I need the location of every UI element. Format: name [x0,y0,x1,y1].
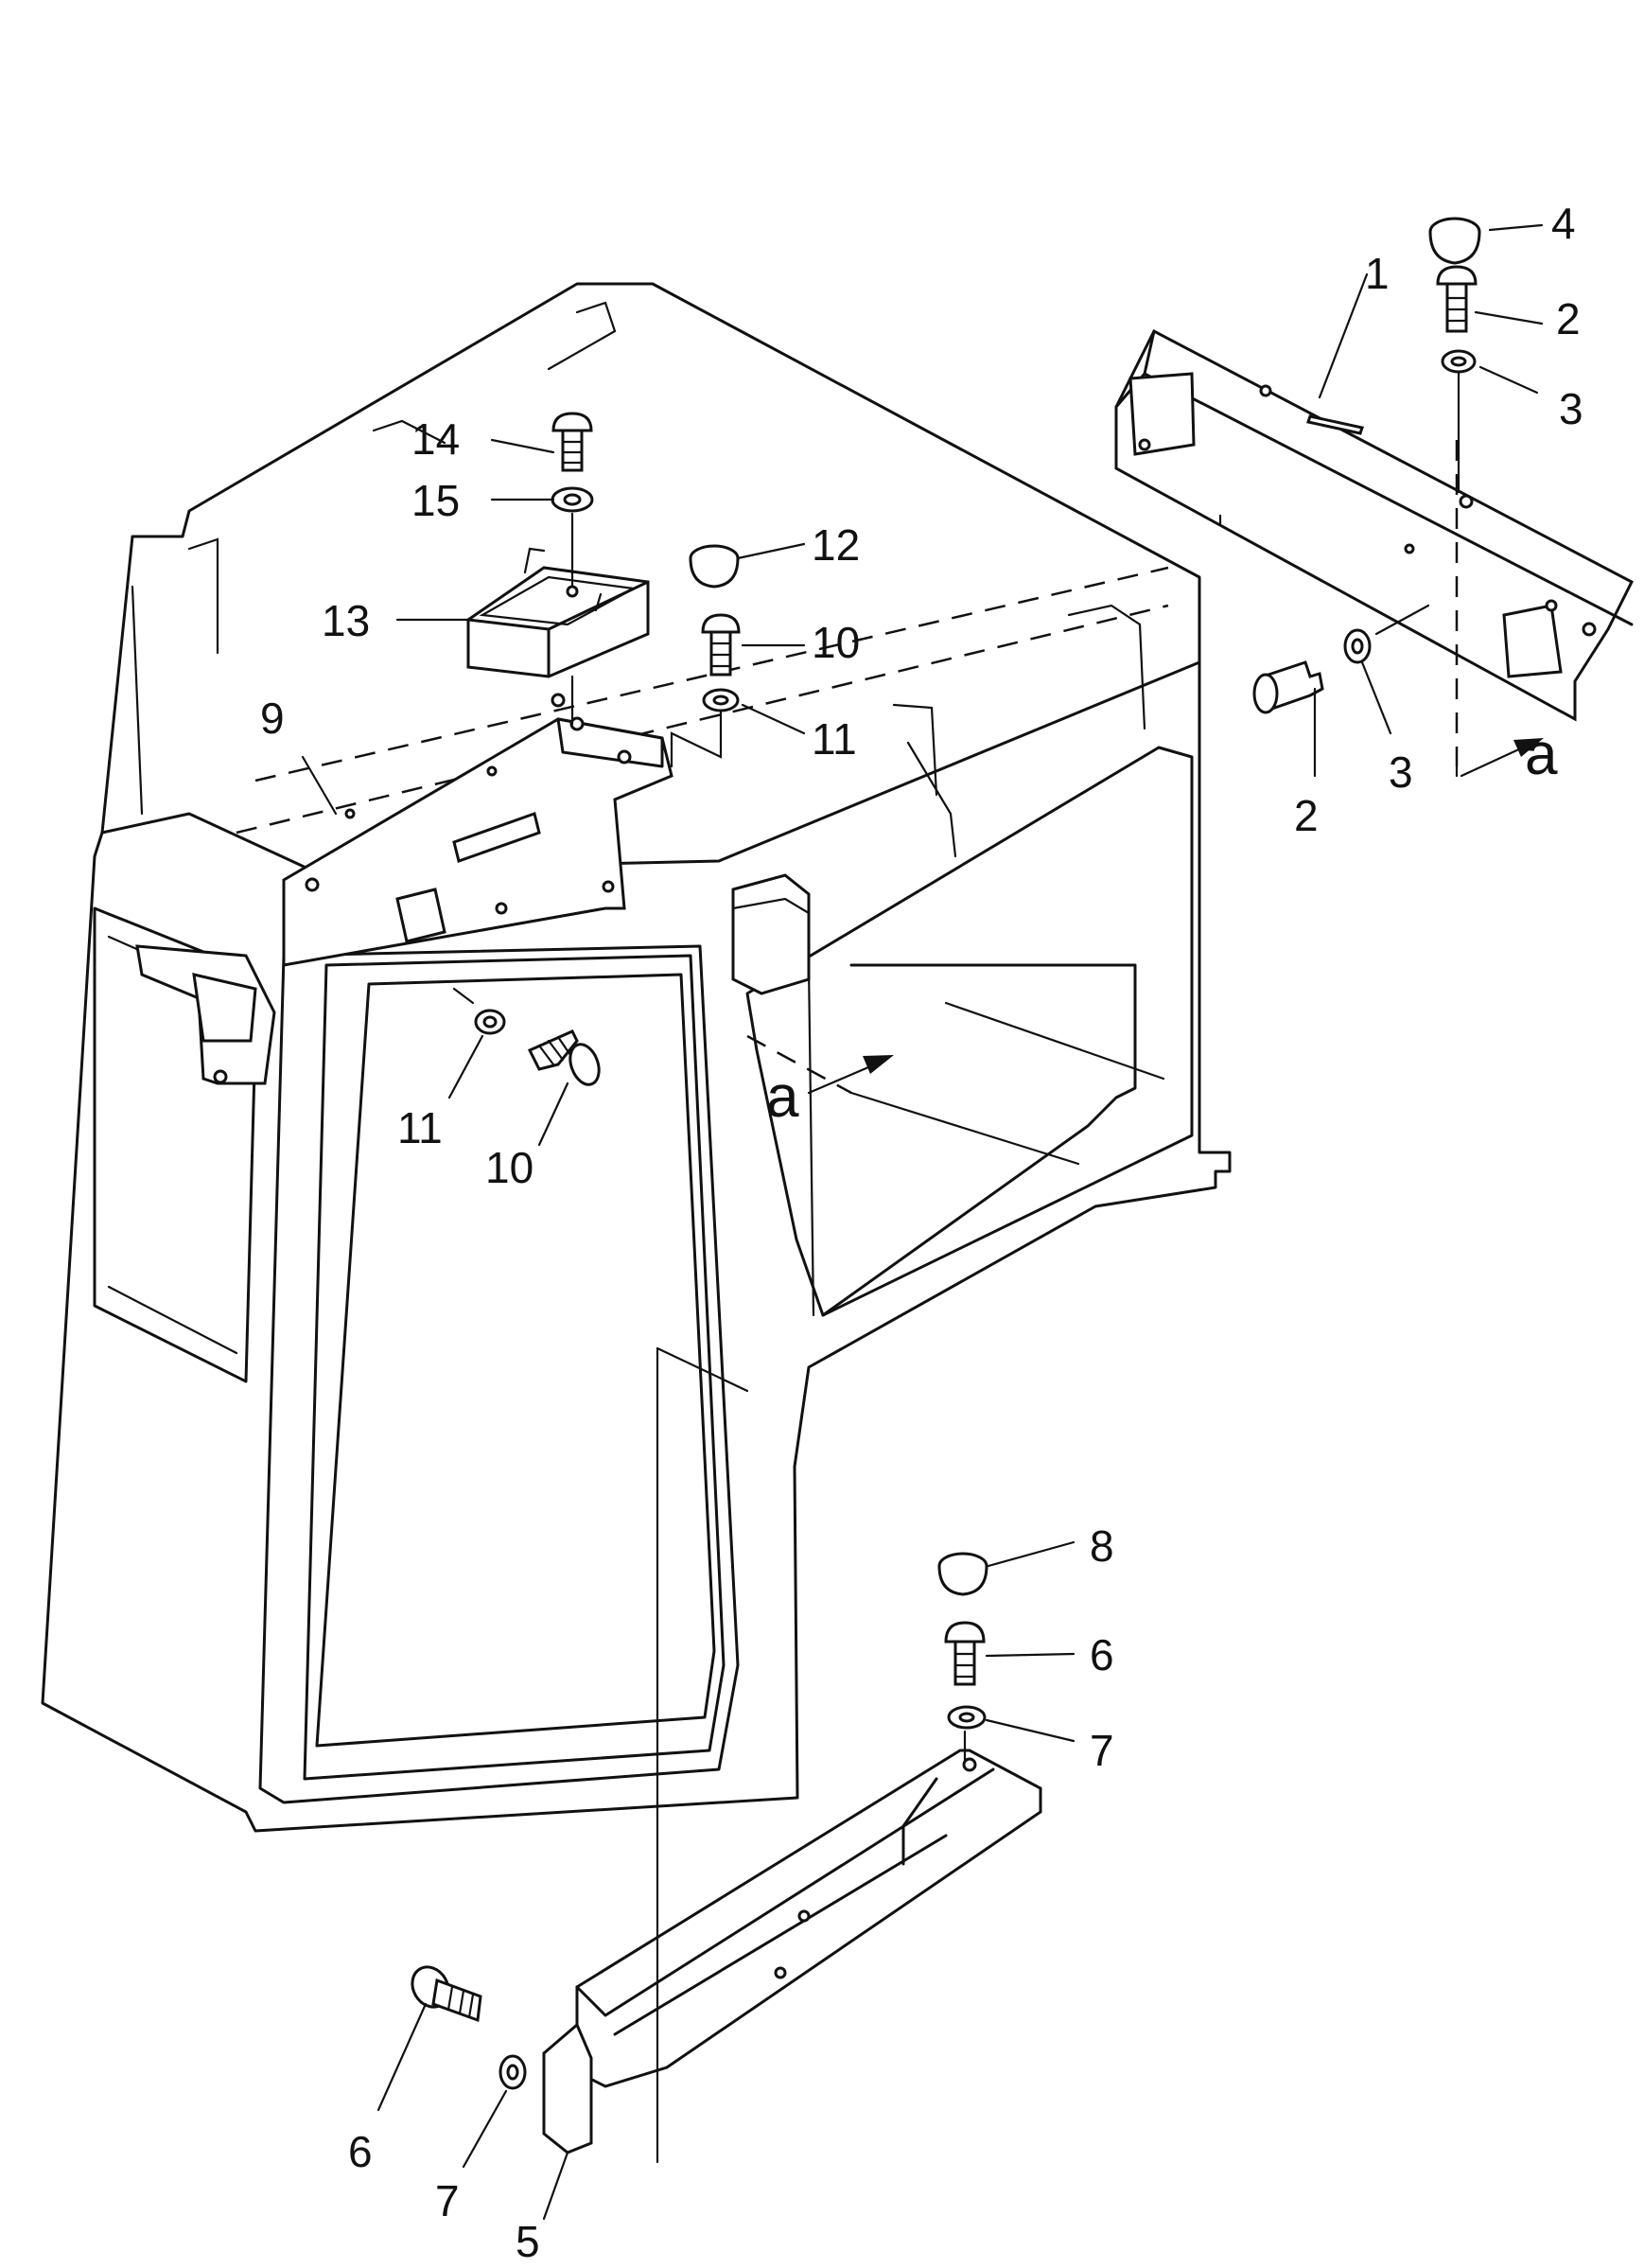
callout-6-lower: 6 [348,2127,373,2176]
callout-3-top: 3 [1559,384,1583,433]
callout-6-top: 6 [1090,1630,1114,1679]
screw-part-14 [551,412,593,472]
callout-3-side: 3 [1389,747,1413,797]
callout-leaders [301,223,1544,2221]
washer-part-7-lower [498,2054,527,2090]
callout-13: 13 [322,596,370,645]
callout-15: 15 [411,476,460,525]
bolt-part-10-lower [527,1029,601,1086]
view-arrow-cab [807,1055,894,1095]
callout-12: 12 [812,520,860,570]
cap-part-8 [937,1552,988,1596]
bolt-part-10-top [701,613,741,677]
callout-10-top: 10 [812,618,860,667]
bolt-part-6-top [944,1621,986,1686]
storage-box-part-13 [466,547,650,678]
bolt-part-2-side [1252,660,1324,714]
washer-part-3-top [1441,349,1477,374]
washer-part-11-top [702,688,740,712]
callout-9: 9 [260,694,285,743]
callout-14: 14 [411,414,460,464]
view-marker-a-bar: a [1525,722,1558,787]
rear-step-part-5 [542,1749,1042,2154]
washer-part-7-top [947,1705,987,1730]
cap-part-12 [689,544,740,589]
washer-part-3-side [1343,628,1372,664]
callout-11-top: 11 [812,714,857,764]
bolt-part-2-top [1436,265,1478,333]
view-arrow-bar [1460,738,1544,778]
callout-2-side: 2 [1294,791,1319,840]
assembly-lines [452,372,1460,2164]
callout-7-lower: 7 [435,2176,460,2225]
callout-10-lower: 10 [485,1143,533,1192]
callout-7-top: 7 [1090,1726,1114,1775]
view-marker-a-cab: a [766,1064,799,1130]
cap-part-4 [1428,217,1481,265]
front-panel-part-9 [282,693,673,967]
callout-2-top: 2 [1556,294,1581,343]
washer-part-15 [551,486,594,513]
callout-4: 4 [1551,199,1576,248]
callout-8: 8 [1090,1521,1114,1571]
bolt-part-6-lower [411,1965,482,2023]
callout-5: 5 [516,2217,540,2263]
left-light-box [135,944,276,1085]
rear-light-bar-part-1 [1114,328,1634,722]
washer-part-11-lower [474,1009,506,1035]
callout-1: 1 [1365,249,1390,298]
callout-11-lower: 11 [397,1103,443,1152]
